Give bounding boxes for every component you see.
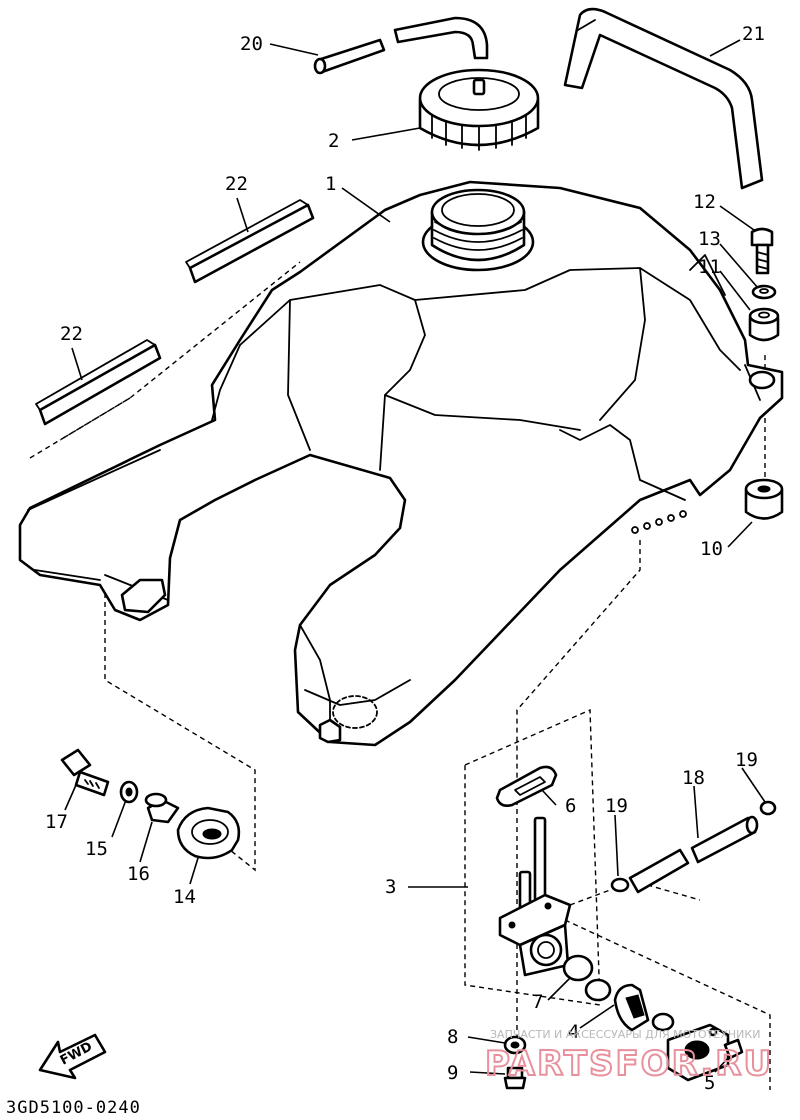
callout-4: 4 [568,1021,579,1043]
collar-11[interactable] [748,307,780,342]
washer-8[interactable] [503,1035,527,1055]
callout-labels: 20 2 1 21 22 22 12 13 11 10 19 18 19 6 3… [45,23,765,1094]
leader-lines [64,39,766,1075]
o-ring-7[interactable] [584,978,612,1002]
callout-2: 2 [328,130,339,152]
bolt-17[interactable] [60,748,110,797]
damper-lower[interactable] [35,339,162,426]
callout-21: 21 [742,23,765,45]
callout-11: 11 [698,256,721,278]
lever-4[interactable] [613,983,650,1032]
assembly-dashed-lines [29,261,771,1090]
callout-19-left: 19 [605,795,628,817]
callout-22-upper: 22 [225,173,248,195]
fuel-cock[interactable] [498,816,572,977]
filter-7[interactable] [562,954,594,982]
callout-8: 8 [447,1026,458,1048]
fuel-tank[interactable] [18,180,784,747]
watermark: ЗАПЧАСТИ И АКСЕССУАРЫ ДЛЯ МОТОТЕХНИКИ PA… [484,1028,773,1085]
tank-band[interactable] [563,7,764,190]
callout-9: 9 [447,1062,458,1084]
fwd-arrow-icon: FWD [38,1033,107,1080]
hose-clip-19b[interactable] [759,800,777,816]
screw-5[interactable] [723,1038,744,1060]
callout-5: 5 [704,1072,715,1094]
callout-3: 3 [385,876,396,898]
callout-18: 18 [682,767,705,789]
fuel-cap[interactable] [418,68,540,151]
callout-12: 12 [693,191,716,213]
watermark-top-text: ЗАПЧАСТИ И АКСЕССУАРЫ ДЛЯ МОТОТЕХНИКИ [490,1028,760,1041]
callout-6: 6 [565,795,576,817]
drain-screw-9[interactable] [503,1066,527,1090]
damper-upper[interactable] [185,199,315,284]
callout-15: 15 [85,838,108,860]
callout-14: 14 [173,886,196,908]
callout-17: 17 [45,811,68,833]
callout-20: 20 [240,33,263,55]
filler-neck [421,188,535,272]
callout-13: 13 [698,228,721,250]
seal-4[interactable] [651,1012,675,1032]
diagram-code: 3GD5100-0240 [6,1098,141,1118]
watermark-big-text: PARTSFOR.RU [485,1044,773,1084]
callout-16: 16 [127,863,150,885]
bolt-12[interactable] [750,227,774,275]
washer-13[interactable] [751,284,777,300]
callout-19-right: 19 [735,749,758,771]
callout-7: 7 [532,991,543,1013]
collar-16[interactable] [144,792,180,824]
fuel-hose-18[interactable] [628,815,759,894]
washer-15[interactable] [119,780,139,804]
hose-clip-19a[interactable] [610,877,630,893]
callout-1: 1 [325,173,336,195]
plate-5[interactable] [666,1023,730,1082]
callout-10: 10 [700,538,723,560]
damper-14[interactable] [176,806,241,860]
callout-22-lower: 22 [60,323,83,345]
vent-holes [631,510,687,534]
gasket-6[interactable] [495,765,558,807]
breather-hose[interactable] [313,16,489,75]
damper-10[interactable] [744,478,784,520]
